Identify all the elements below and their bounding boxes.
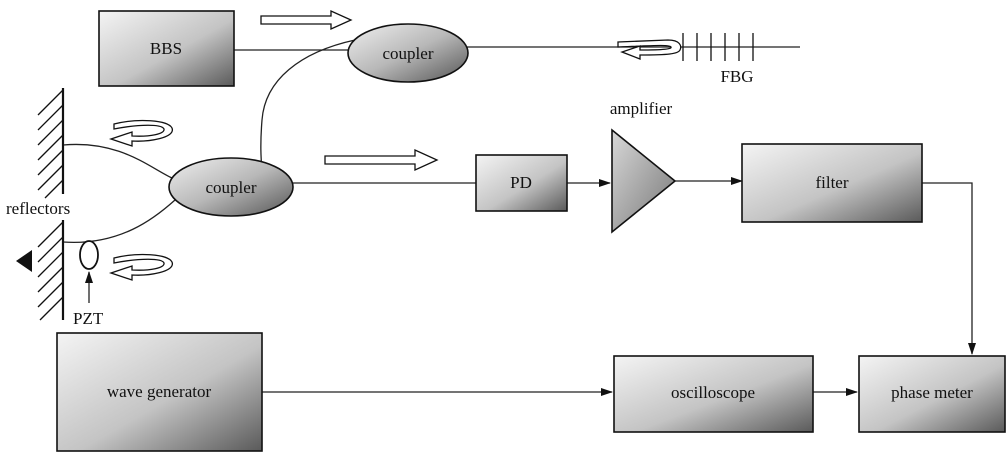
- coupler-top-block: coupler: [347, 23, 469, 83]
- oscilloscope-label: oscilloscope: [671, 383, 755, 402]
- coupler-left-block: coupler: [168, 157, 294, 217]
- connection-lines: [62, 39, 976, 396]
- phase-meter-block: phase meter: [858, 355, 1006, 433]
- lower-return-arrow-icon: [108, 253, 173, 281]
- reflectors-label: reflectors: [6, 199, 70, 218]
- light-direction-arrows: [108, 9, 682, 281]
- bbs-block: BBS: [98, 10, 235, 87]
- movement-arrow-icon: [16, 250, 32, 272]
- filter-block: filter: [741, 143, 923, 223]
- fiber-lower-reflector-arm: [62, 199, 176, 244]
- pzt-coil: [79, 240, 99, 270]
- lower-reflector-hatching: [37, 221, 64, 321]
- upper-reflector-hatching: [37, 89, 64, 199]
- hollow-arrow-right-top-icon: [260, 9, 353, 31]
- bbs-label: BBS: [150, 39, 182, 58]
- oscilloscope-block: oscilloscope: [613, 355, 814, 433]
- pzt-label: PZT: [73, 309, 104, 328]
- wave-generator-block: wave generator: [56, 332, 263, 452]
- fbg-label: FBG: [720, 67, 753, 86]
- pd-block: PD: [475, 154, 568, 212]
- fiber-upper-reflector-arm: [62, 143, 173, 179]
- amplifier-block: amplifier: [610, 99, 677, 234]
- fbg-grating: FBG: [682, 33, 754, 86]
- signal-filter-to-phase-meter: [922, 182, 976, 355]
- phase-meter-label: phase meter: [891, 383, 973, 402]
- amplifier-label: amplifier: [610, 99, 673, 118]
- pzt-assembly: PZT: [73, 240, 104, 328]
- wave-generator-label: wave generator: [107, 382, 212, 401]
- coupler-left-label: coupler: [206, 178, 257, 197]
- hollow-arrow-right-middle-icon: [324, 148, 439, 172]
- upper-return-arrow-icon: [108, 119, 173, 147]
- pd-label: PD: [510, 173, 532, 192]
- filter-label: filter: [815, 173, 848, 192]
- reflectors-assembly: reflectors: [6, 88, 70, 321]
- coupler-top-label: coupler: [383, 44, 434, 63]
- fiber-coupler-to-coupler: [260, 39, 356, 173]
- fbg-reflection-arrow-icon: [617, 39, 682, 60]
